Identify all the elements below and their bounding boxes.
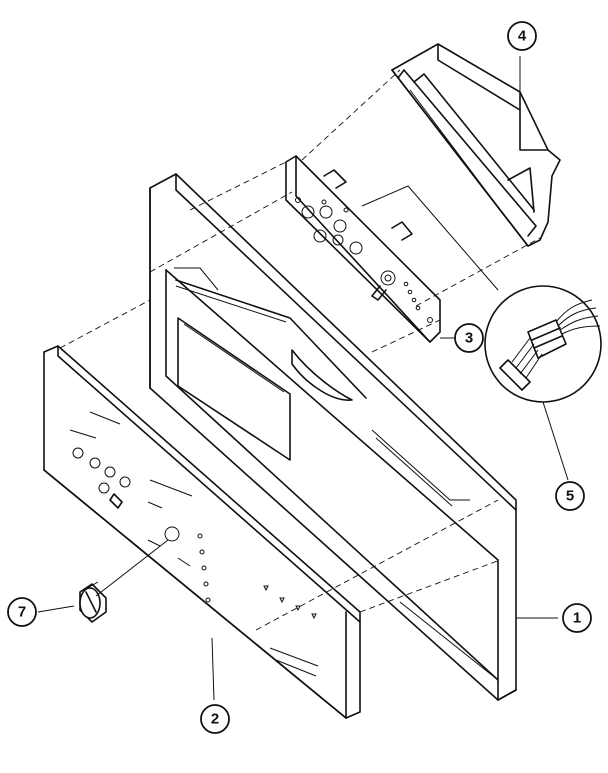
- callout-5-circle: [555, 481, 585, 511]
- callout-4-label: 4: [518, 28, 527, 45]
- callout-1-label: 1: [573, 610, 581, 627]
- part-1-console-frame: [149, 173, 517, 701]
- callout-1: 1: [562, 603, 592, 633]
- part-3-control-board: [285, 155, 441, 343]
- callout-7-label: 7: [18, 604, 26, 621]
- callout-7: 7: [7, 597, 37, 627]
- callout-2-circle: [200, 704, 230, 734]
- callout-5: 5: [555, 481, 585, 511]
- callout-7-circle: [7, 597, 37, 627]
- callout-3-label: 3: [465, 330, 473, 347]
- callout-2: 2: [200, 704, 230, 734]
- part-2-control-panel: [43, 345, 361, 719]
- part-5-wire-harness: [484, 285, 602, 403]
- callout-3-circle: [454, 323, 484, 353]
- callout-1-circle: [562, 603, 592, 633]
- callout-2-label: 2: [211, 711, 219, 728]
- callout-3: 3: [454, 323, 484, 353]
- part-4-housing: [391, 43, 561, 247]
- leader-lines: [37, 56, 569, 701]
- callout-4: 4: [507, 21, 537, 51]
- callout-5-label: 5: [566, 488, 574, 505]
- callout-4-circle: [507, 21, 537, 51]
- assembly-guide-lines: [59, 69, 541, 631]
- part-7-knob: [79, 581, 107, 623]
